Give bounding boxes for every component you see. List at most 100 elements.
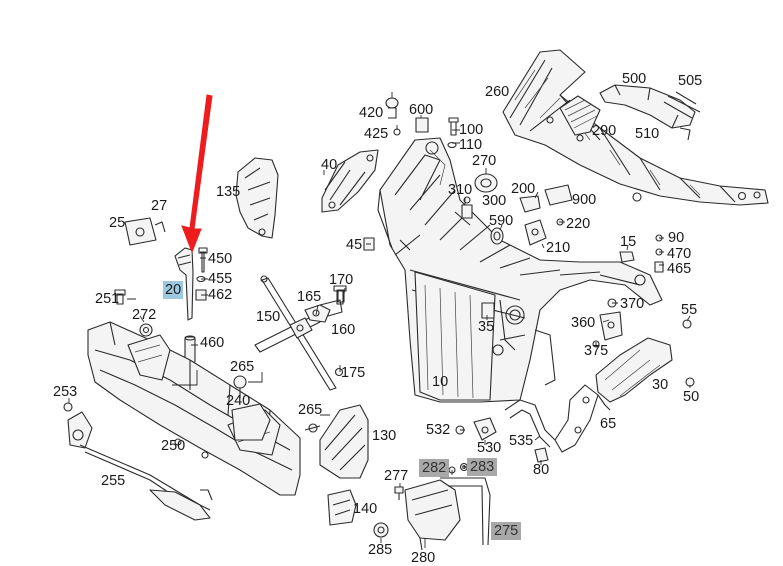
callout-35: 35	[478, 319, 495, 335]
callout-460: 460	[200, 335, 225, 351]
plug-285-part	[373, 522, 389, 538]
upper-crossmember-part	[502, 49, 769, 206]
callout-360: 360	[571, 315, 596, 331]
hood-latch-bracket-part	[304, 285, 347, 323]
callout-600: 600	[409, 102, 434, 118]
bracket-240-part	[231, 403, 271, 441]
bolt-265a-part	[233, 375, 247, 398]
callout-265-upper: 265	[230, 359, 255, 375]
callout-251: 251	[95, 291, 120, 307]
callout-165: 165	[297, 289, 322, 305]
callout-200: 200	[511, 181, 536, 197]
callout-500: 500	[622, 71, 647, 87]
callout-283: 283	[467, 458, 498, 476]
grommet-270-part	[474, 173, 498, 193]
bracket-25-part	[124, 217, 166, 246]
callout-25: 25	[109, 215, 126, 231]
callout-140: 140	[353, 501, 378, 517]
bolt-450-part	[198, 247, 208, 273]
callout-150: 150	[256, 309, 281, 325]
block-900-part	[544, 184, 573, 206]
leader-lines	[68, 92, 691, 548]
red-arrow-indicator	[181, 94, 213, 254]
callout-510: 510	[635, 126, 660, 142]
clip-15-part	[619, 251, 635, 263]
callout-45: 45	[346, 237, 363, 253]
callout-135: 135	[216, 184, 241, 200]
clip-600-part	[415, 117, 429, 133]
bracket-140-part	[327, 489, 357, 526]
callout-275: 275	[491, 522, 522, 540]
callout-210: 210	[546, 240, 571, 256]
callout-50: 50	[683, 389, 700, 405]
bracket-65-part	[554, 384, 611, 453]
bracket-280-part	[404, 479, 461, 551]
bracket-35-part	[481, 302, 495, 319]
callout-30: 30	[652, 377, 669, 393]
callout-175: 175	[341, 365, 366, 381]
callout-590: 590	[489, 213, 514, 229]
sensor-210-part	[524, 219, 547, 246]
callout-535: 535	[509, 433, 534, 449]
lower-rail-255-part	[79, 444, 213, 521]
callout-55: 55	[681, 302, 698, 318]
sensor-530-part	[473, 417, 497, 441]
bracket-200-part	[519, 195, 541, 213]
callout-65: 65	[600, 416, 617, 432]
callout-450: 450	[208, 251, 233, 267]
callout-272: 272	[132, 307, 157, 323]
callout-80: 80	[533, 462, 550, 478]
left-bracket-part	[321, 149, 379, 213]
callout-300: 300	[482, 193, 507, 209]
callout-310: 310	[448, 182, 473, 198]
screw-505-part	[675, 91, 697, 105]
bolt-265b-part	[304, 423, 321, 433]
bolt-50-part	[685, 377, 695, 387]
callout-277: 277	[384, 468, 409, 484]
callout-465: 465	[667, 261, 692, 277]
callout-420: 420	[359, 105, 384, 121]
nut-272-part	[139, 323, 153, 337]
callout-240: 240	[226, 393, 251, 409]
front-module-carrier-part	[377, 137, 663, 403]
screw-277-part	[394, 486, 404, 500]
rod-275-part	[440, 477, 491, 546]
callout-455: 455	[208, 271, 233, 287]
support-rod-20-part	[174, 247, 194, 321]
callout-425: 425	[364, 126, 389, 142]
callout-260: 260	[485, 84, 510, 100]
diagonal-strut-part	[254, 275, 337, 391]
callout-20: 20	[163, 281, 184, 299]
hose-535-part	[504, 399, 556, 448]
clip-510-part	[679, 127, 691, 141]
clip-175-part	[334, 367, 344, 377]
side-panel-135-part	[235, 157, 279, 239]
bolt-251-part	[114, 289, 126, 305]
callout-130: 130	[372, 428, 397, 444]
bolt-55-part	[682, 319, 692, 329]
callout-255: 255	[101, 473, 126, 489]
callout-27: 27	[151, 198, 168, 214]
callout-250: 250	[161, 438, 186, 454]
shield-30-part	[595, 337, 673, 403]
bolt-100-part	[448, 117, 459, 136]
callout-15: 15	[620, 234, 637, 250]
bolt-300-part	[463, 196, 471, 204]
callout-110: 110	[459, 137, 483, 153]
callout-100: 100	[459, 122, 484, 138]
washer-110-part	[447, 141, 457, 149]
callout-90: 90	[668, 230, 685, 246]
callout-160: 160	[331, 322, 356, 338]
callout-280: 280	[411, 550, 436, 566]
callout-265-lower: 265	[298, 402, 323, 418]
mount-253-part	[63, 402, 93, 449]
callout-530: 530	[477, 440, 502, 456]
bracket-130-part	[319, 404, 369, 479]
callout-532: 532	[426, 422, 451, 438]
callout-505: 505	[678, 73, 703, 89]
vent-grille-part	[559, 95, 601, 136]
callout-285: 285	[368, 542, 393, 558]
callout-170: 170	[329, 272, 354, 288]
callout-900: 900	[572, 192, 597, 208]
